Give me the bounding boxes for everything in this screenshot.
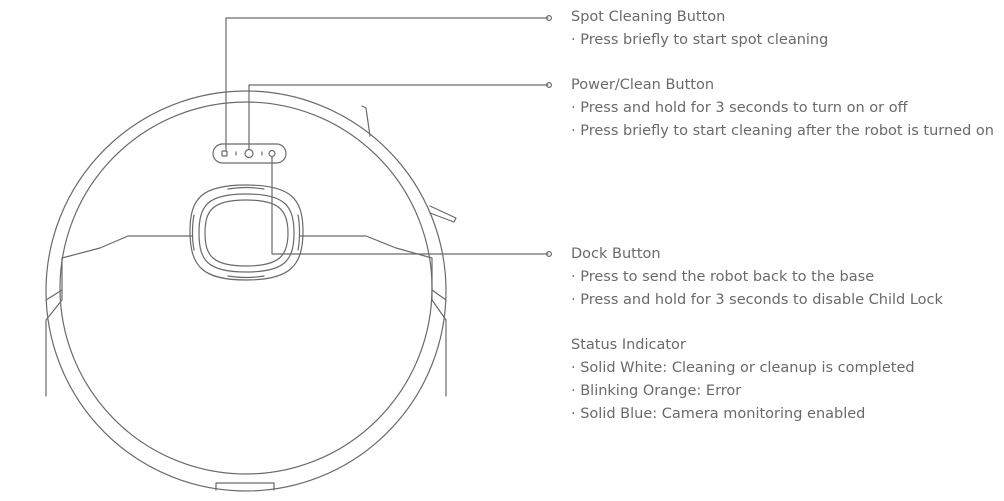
callout-detail: · Press and hold for 3 seconds to turn o…	[571, 100, 908, 116]
callout-detail: · Press and hold for 3 seconds to disabl…	[571, 292, 943, 308]
callout-title: Power/Clean Button	[571, 77, 715, 93]
callout-title: Spot Cleaning Button	[571, 9, 726, 25]
bumper-left-edge	[45, 257, 63, 397]
callout-detail: · Press to send the robot back to the ba…	[571, 269, 875, 285]
callout-spot-cleaning: Spot Cleaning Button · Press briefly to …	[571, 6, 828, 52]
lds-segment-bottom	[227, 275, 265, 279]
robot-outer-body	[45, 90, 447, 492]
front-tab	[215, 482, 275, 491]
lds-turret-core	[204, 199, 289, 267]
lds-segment-top	[227, 186, 265, 190]
callout-power-clean: Power/Clean Button · Press and hold for …	[571, 74, 994, 143]
callout-dot-power	[545, 81, 552, 88]
callout-detail: · Solid White: Cleaning or cleanup is co…	[571, 360, 915, 376]
callout-detail: · Blinking Orange: Error	[571, 383, 742, 399]
callout-line-power	[248, 84, 549, 150]
power-clean-button	[244, 148, 254, 159]
bumper-right-edge-inner	[431, 289, 447, 301]
callout-detail: · Solid Blue: Camera monitoring enabled	[571, 406, 866, 422]
lds-turret-outer	[189, 184, 304, 281]
callout-dot-spot	[545, 15, 552, 22]
bumper-seam-right	[299, 235, 433, 259]
callout-title: Status Indicator	[571, 337, 686, 353]
callout-detail: · Press briefly to start spot cleaning	[571, 32, 829, 48]
lds-segment-right	[297, 214, 301, 251]
side-brush	[361, 105, 371, 137]
bumper-right-edge	[431, 257, 447, 397]
callout-status-indicator: Status Indicator · Solid White: Cleaning…	[571, 334, 915, 426]
callout-line-spot	[225, 17, 549, 152]
lds-turret-inner	[198, 193, 295, 273]
callout-line-dock	[271, 156, 549, 255]
callout-dot-dock	[545, 251, 552, 258]
callout-title: Dock Button	[571, 246, 661, 262]
callout-detail: · Press briefly to start cleaning after …	[571, 123, 994, 139]
bumper-seam-left	[61, 235, 193, 259]
robot-top-cover	[59, 101, 433, 475]
spot-cleaning-button	[221, 150, 228, 157]
side-brush-arm	[429, 205, 457, 223]
bumper-left-edge-inner	[45, 289, 63, 301]
dock-button	[268, 149, 276, 158]
callout-dock: Dock Button · Press to send the robot ba…	[571, 243, 943, 312]
lds-segment-left	[191, 214, 195, 251]
